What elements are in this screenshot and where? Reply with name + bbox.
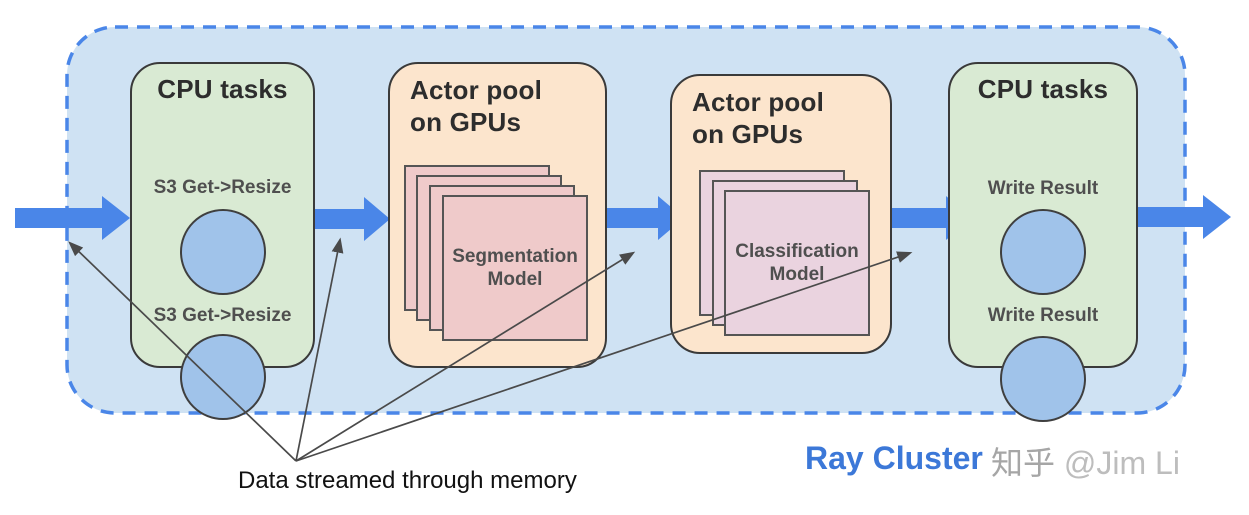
stage-cpu-tasks-read: CPU tasks S3 Get->Resize S3 Get->Resize <box>130 62 315 420</box>
task-label: S3 Get->Resize <box>153 177 292 198</box>
stage-title: Actor pool on GPUs <box>692 87 824 149</box>
cpu-task-circle <box>1000 336 1086 422</box>
watermark-site: 知乎 <box>991 445 1056 481</box>
flow-arrow-input-icon <box>15 196 130 240</box>
stage-cpu-tasks-write: CPU tasks Write Result Write Result <box>948 62 1138 422</box>
actor-stack-square-front: Segmentation Model <box>442 195 588 341</box>
watermark-user: @Jim Li <box>1063 445 1180 481</box>
flow-arrow-stage1-to-stage2-icon <box>303 197 390 241</box>
stage-title: CPU tasks <box>157 74 288 104</box>
stage-actor-pool-segmentation: Actor pool on GPUs Segmentation Model <box>388 62 607 368</box>
ray-cluster-label: Ray Cluster <box>805 440 983 476</box>
cpu-task-circle <box>179 209 266 295</box>
stage-title: Actor pool on GPUs <box>410 75 542 137</box>
stage-title: CPU tasks <box>977 74 1109 104</box>
task-label: Write Result <box>987 178 1099 199</box>
cpu-task-circle <box>1000 209 1086 295</box>
watermark: 知乎 @Jim Li <box>991 438 1180 484</box>
cpu-task-circle <box>179 334 266 420</box>
memory-annotation-label: Data streamed through memory <box>238 467 577 494</box>
task-label: S3 Get->Resize <box>153 305 292 326</box>
task-label: Write Result <box>987 305 1099 326</box>
actor-stack-square-front: Classification Model <box>724 190 870 336</box>
stage-actor-pool-classification: Actor pool on GPUs Classification Model <box>670 74 892 354</box>
